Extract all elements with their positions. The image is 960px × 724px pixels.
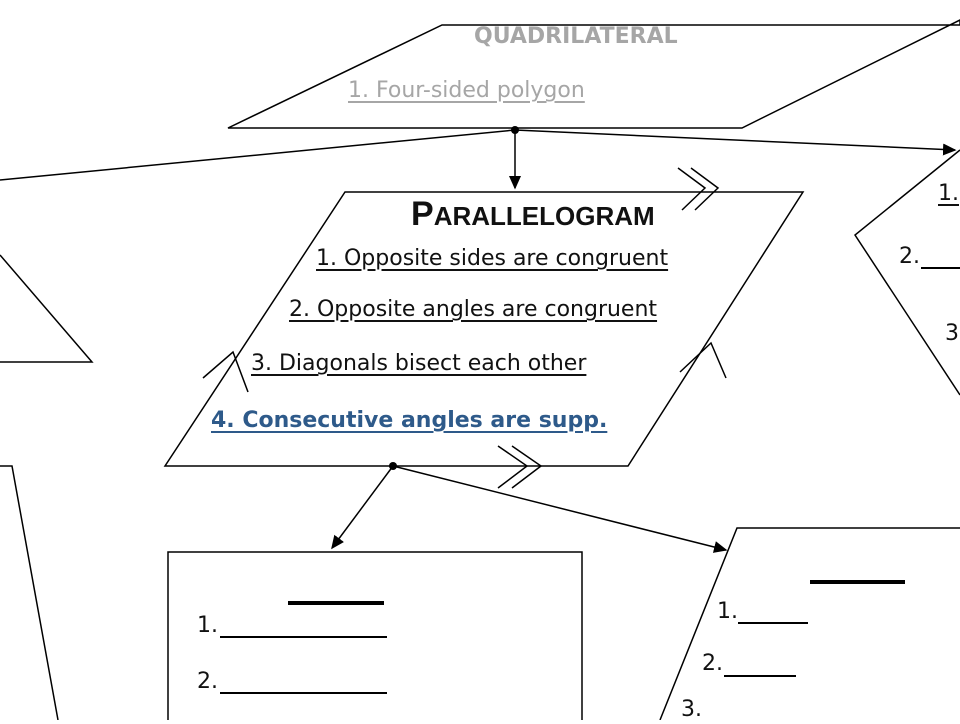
parallel-mark-bottom-1 [497, 445, 529, 489]
quadrilateral-shape [227, 19, 960, 129]
bottom-right-item-1: 1. [717, 599, 738, 624]
parallelogram-prop-3: 3. Diagonals bisect each other [251, 351, 587, 376]
quadrilateral-prop-1: 1. Four-sided polygon [348, 78, 585, 103]
left-lower-shape-partial [0, 465, 59, 721]
parallelogram-prop-1: 1. Opposite sides are congruent [316, 246, 669, 271]
connector-bottom-left-arrow [331, 465, 394, 550]
connector-bottom-right-arrow [392, 465, 728, 553]
parallel-mark-bottom-2 [511, 445, 543, 489]
parallel-mark-top-1 [677, 167, 707, 211]
bottom-right-item-2: 2. [702, 651, 723, 676]
right-item-3: 3 [945, 321, 959, 346]
parallelogram-prop-2: 2. Opposite angles are congruent [289, 297, 658, 322]
parallelogram-title-rest: ARALLELOGRAM [433, 201, 655, 231]
bottom-left-item-1: 1. [197, 613, 218, 638]
parallelogram-title: PARALLELOGRAM [411, 197, 655, 231]
connector-right-arrow [514, 129, 957, 156]
bottom-left-box [167, 551, 583, 720]
connector-left [0, 129, 516, 181]
quadrilateral-title: QUADRILATERAL [474, 24, 678, 49]
parallelogram-shape [163, 191, 805, 467]
bottom-right-shape-partial [659, 527, 960, 721]
side-mark-left [202, 350, 249, 393]
right-item-2: 2. [899, 244, 920, 269]
bottom-left-item-2: 2. [197, 669, 218, 694]
bottom-right-item-3: 3. [681, 697, 702, 722]
parallelogram-title-cap: P [411, 195, 434, 233]
parallel-mark-top-2 [690, 167, 720, 211]
right-item-1: 1. [938, 181, 959, 206]
parallelogram-prop-4: 4. Consecutive angles are supp. [211, 408, 608, 433]
right-shape-partial [854, 149, 960, 396]
left-shape-partial [0, 254, 94, 363]
side-mark-right [679, 341, 727, 379]
